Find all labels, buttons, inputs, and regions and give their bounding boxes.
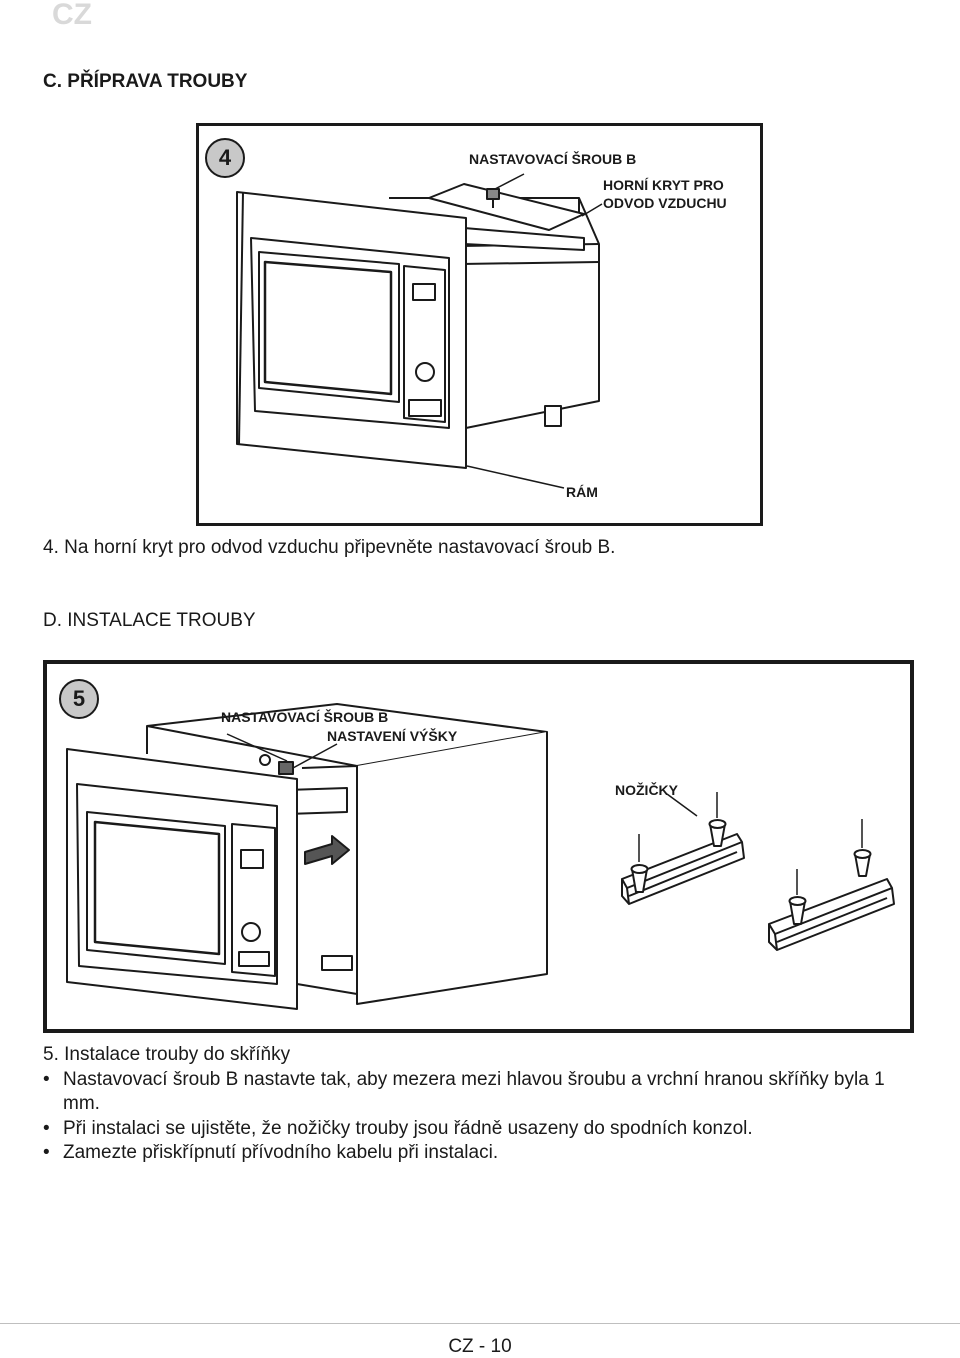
- callout-frame: RÁM: [566, 484, 598, 500]
- page-number: CZ - 10: [448, 1336, 512, 1357]
- installation-instructions: 5. Instalace trouby do skříňky Nastavova…: [43, 1043, 923, 1166]
- callout-screw-b-install: NASTAVOVACÍ ŠROUB B: [221, 709, 389, 725]
- instruction-bullet: Zamezte přiskřípnutí přívodního kabelu p…: [43, 1141, 923, 1166]
- section-d-title: D. INSTALACE TROUBY: [43, 610, 256, 631]
- step-4-caption: 4. Na horní kryt pro odvod vzduchu připe…: [43, 537, 616, 558]
- callout-feet: NOŽIČKY: [615, 782, 678, 798]
- instructions-heading: 5. Instalace trouby do skříňky: [43, 1044, 291, 1065]
- instruction-bullet: Při instalaci se ujistěte, že nožičky tr…: [43, 1117, 923, 1142]
- instructions-list: Nastavovací šroub B nastavte tak, aby me…: [43, 1068, 923, 1166]
- instruction-bullet: Nastavovací šroub B nastavte tak, aby me…: [43, 1068, 923, 1117]
- step-5-badge: 5: [59, 679, 99, 719]
- callout-top-cover-line1: HORNÍ KRYT PRO: [603, 177, 724, 193]
- oven-frame-drawing: [236, 173, 603, 489]
- callout-height-adjust: NASTAVENÍ VÝŠKY: [327, 728, 458, 744]
- callout-top-cover-line2: ODVOD VZDUCHU: [603, 195, 727, 211]
- figure-step-5: 5 NASTAVOVACÍ ŠROUB B NASTAVENÍ VÝŠKY NO…: [43, 660, 914, 1033]
- step-4-badge: 4: [205, 138, 245, 178]
- oven-cabinet-drawing: [66, 703, 895, 1010]
- language-tag: CZ: [52, 0, 92, 31]
- figure-step-4: 4 NASTAVOVACÍ ŠROUB B HORNÍ KRYT PRO ODV…: [196, 123, 763, 526]
- section-c-title: C. PŘÍPRAVA TROUBY: [43, 71, 248, 92]
- callout-screw-b: NASTAVOVACÍ ŠROUB B: [469, 151, 637, 167]
- footer-divider: [0, 1323, 960, 1324]
